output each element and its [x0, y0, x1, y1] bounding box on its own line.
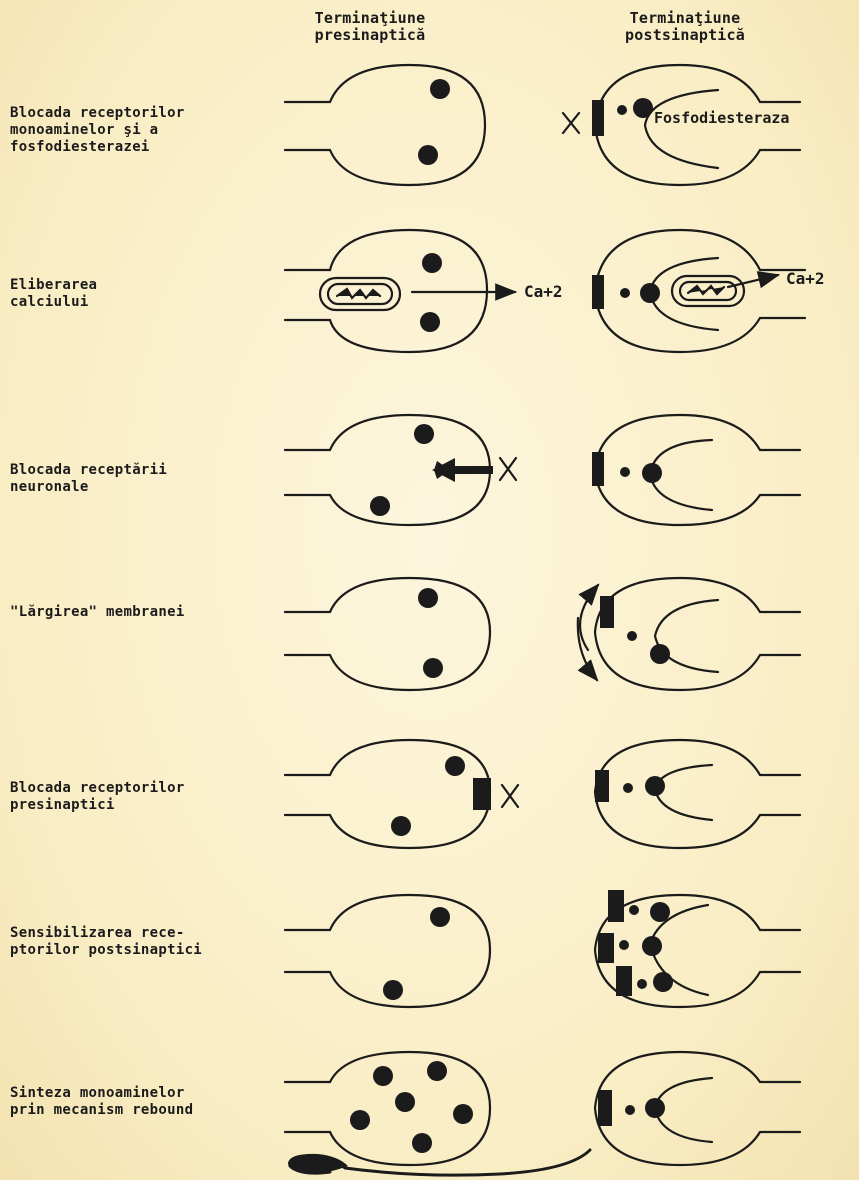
- block-x: [502, 785, 518, 807]
- transmitter-bound: [642, 463, 662, 483]
- transmitter-bound: [653, 972, 673, 992]
- block-x: [500, 458, 516, 480]
- receptor: [592, 452, 604, 486]
- vesicle: [414, 424, 434, 444]
- transmitter: [620, 288, 630, 298]
- vesicle: [370, 496, 390, 516]
- presynaptic-receptor: [473, 778, 491, 810]
- mitochondrion-cristae: [337, 289, 380, 298]
- receptor: [600, 596, 614, 628]
- phosphodiesterase-label: Fosfodiesteraza: [654, 109, 789, 127]
- transmitter-bound: [640, 283, 660, 303]
- vesicle: [453, 1104, 473, 1124]
- vesicle: [430, 79, 450, 99]
- vesicle: [373, 1066, 393, 1086]
- postsynaptic-density: [650, 258, 718, 330]
- phosphodiesterase: [633, 98, 653, 118]
- postsynaptic-density: [645, 90, 718, 168]
- transmitter: [617, 105, 627, 115]
- vesicle: [418, 588, 438, 608]
- vesicle: [350, 1110, 370, 1130]
- calcium-label-post: Ca+2: [786, 269, 825, 288]
- transmitter-bound: [650, 644, 670, 664]
- vesicle: [420, 312, 440, 332]
- receptor: [592, 100, 604, 136]
- transmitter-bound: [645, 776, 665, 796]
- receptor: [598, 933, 614, 963]
- transmitter: [637, 979, 647, 989]
- receptor: [595, 770, 609, 802]
- transmitter: [627, 631, 637, 641]
- presynaptic-terminal: [285, 65, 485, 185]
- transmitter: [625, 1105, 635, 1115]
- transmitter-bound: [642, 936, 662, 956]
- vesicle: [445, 756, 465, 776]
- vesicle: [427, 1061, 447, 1081]
- postsynaptic-terminal: [595, 740, 800, 848]
- presynaptic-terminal: [285, 578, 490, 690]
- receptor: [598, 1090, 612, 1126]
- vesicle: [391, 816, 411, 836]
- transmitter: [623, 783, 633, 793]
- vesicle: [395, 1092, 415, 1112]
- rebound-feedback-blob: [288, 1154, 348, 1173]
- vesicle: [418, 145, 438, 165]
- mitochondrion-cristae: [688, 286, 724, 294]
- block-x: [563, 113, 579, 133]
- transmitter: [629, 905, 639, 915]
- transmitter: [619, 940, 629, 950]
- transmitter-bound: [650, 902, 670, 922]
- calcium-label-pre: Ca+2: [524, 282, 563, 301]
- vesicle: [412, 1133, 432, 1153]
- vesicle: [383, 980, 403, 1000]
- mitochondrion-inner: [680, 282, 736, 300]
- mitochondrion: [672, 276, 744, 306]
- receptor: [608, 890, 624, 922]
- postsynaptic-density: [655, 765, 712, 820]
- reuptake-arrowhead: [432, 458, 455, 482]
- transmitter: [620, 467, 630, 477]
- vesicle: [422, 253, 442, 273]
- transmitter-bound: [645, 1098, 665, 1118]
- vesicle: [423, 658, 443, 678]
- receptor: [616, 966, 632, 996]
- vesicle: [430, 907, 450, 927]
- receptor: [592, 275, 604, 309]
- postsynaptic-terminal: [595, 578, 800, 690]
- presynaptic-terminal: [285, 740, 490, 848]
